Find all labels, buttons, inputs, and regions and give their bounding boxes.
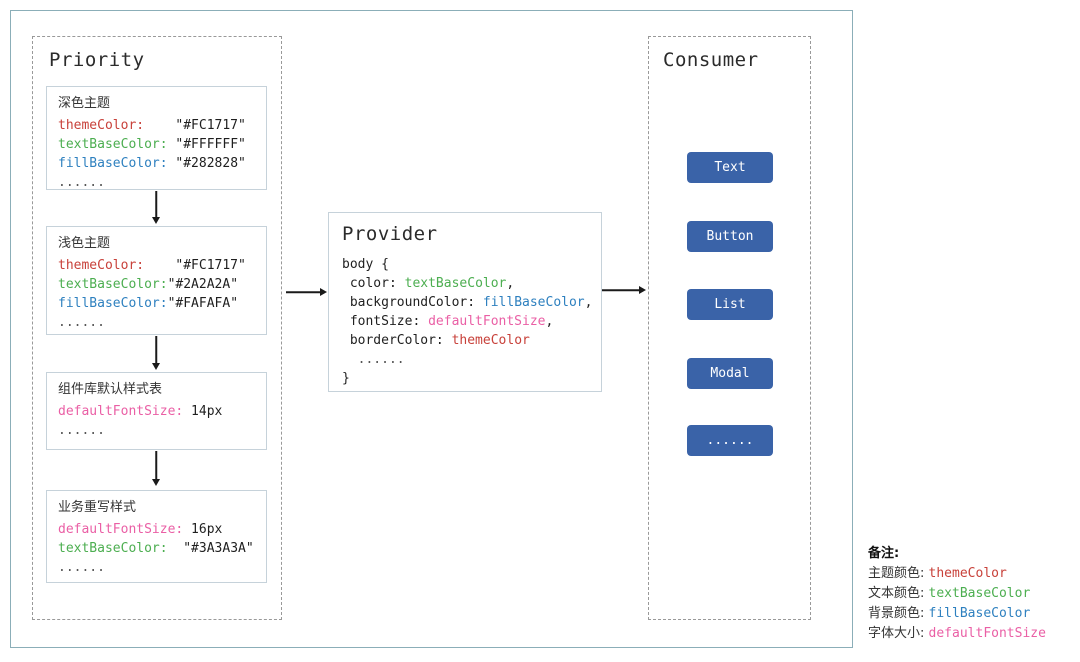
legend-token: defaultFontSize	[928, 626, 1046, 641]
code-text: ,	[584, 295, 593, 310]
legend-item: 背景颜色: fillBaseColor	[868, 604, 1078, 624]
legend-item: 主题颜色: themeColor	[868, 564, 1078, 584]
dark-theme-node-title: 深色主题	[58, 96, 111, 111]
code-token: fillBaseColor	[482, 295, 585, 310]
token-value: 14px	[183, 404, 223, 419]
code-line: backgroundColor: fillBaseColor,	[342, 293, 601, 312]
token-value: "#FC1717"	[144, 118, 246, 133]
ellipsis: ......	[342, 350, 601, 369]
arrow-down-icon	[151, 191, 161, 224]
outer-frame	[10, 10, 853, 648]
token-value: "#FFFFFF"	[167, 137, 246, 152]
code-line: defaultFontSize: 16px	[58, 520, 255, 539]
code-line: textBaseColor:"#2A2A2A"	[58, 275, 255, 294]
ellipsis: ......	[58, 423, 105, 438]
token-label: themeColor:	[58, 258, 145, 273]
token-label: textBaseColor:	[58, 137, 168, 152]
arrow-right-icon	[286, 287, 327, 297]
arrow-down-icon	[151, 336, 161, 370]
legend-token: themeColor	[928, 566, 1007, 581]
arrow-right-icon	[602, 285, 646, 295]
token-label: themeColor:	[58, 118, 145, 133]
code-line: fillBaseColor:"#FAFAFA"	[58, 294, 255, 313]
token-value: 16px	[183, 522, 223, 537]
legend-token: textBaseColor	[928, 586, 1031, 601]
component-default-styles-title: 组件库默认样式表	[58, 382, 163, 397]
code-text: backgroundColor:	[342, 295, 483, 310]
code-text: body {	[342, 257, 389, 272]
code-line: themeColor: "#FC1717"	[58, 256, 255, 275]
legend-label: 背景颜色:	[868, 606, 925, 621]
business-override-styles-title: 业务重写样式	[58, 500, 137, 515]
token-label: fillBaseColor:	[58, 156, 168, 171]
more-button[interactable]: ......	[687, 425, 773, 456]
text-button[interactable]: Text	[687, 152, 773, 183]
code-text: ,	[545, 314, 554, 329]
legend-token: fillBaseColor	[928, 606, 1031, 621]
token-label: fillBaseColor:	[58, 296, 168, 311]
light-theme-node-title: 浅色主题	[58, 236, 111, 251]
token-label: textBaseColor:	[58, 277, 168, 292]
provider-title: Provider	[342, 223, 438, 245]
token-label: defaultFontSize:	[58, 404, 184, 419]
code-text: borderColor:	[342, 333, 452, 348]
code-token: defaultFontSize	[428, 314, 546, 329]
legend-notes: 备注: 主题颜色: themeColor 文本颜色: textBaseColor…	[868, 544, 1078, 644]
token-value: "#3A3A3A"	[167, 541, 254, 556]
dark-theme-node: 深色主题 themeColor: "#FC1717" textBaseColor…	[46, 86, 267, 190]
consumer-panel-title: Consumer	[663, 49, 759, 71]
list-button[interactable]: List	[687, 289, 773, 320]
light-theme-node: 浅色主题 themeColor: "#FC1717" textBaseColor…	[46, 226, 267, 335]
priority-panel-title: Priority	[49, 49, 145, 71]
legend-label: 字体大小:	[868, 626, 925, 641]
code-line: textBaseColor: "#3A3A3A"	[58, 539, 255, 558]
provider-box: Provider body { color: textBaseColor, ba…	[328, 212, 602, 392]
token-value: "#2A2A2A"	[167, 277, 239, 292]
code-text: ......	[342, 352, 405, 367]
provider-code: body { color: textBaseColor, backgroundC…	[342, 255, 601, 388]
code-line: textBaseColor: "#FFFFFF"	[58, 135, 255, 154]
code-line: body {	[342, 255, 601, 274]
legend-label: 文本颜色:	[868, 586, 925, 601]
token-label: defaultFontSize:	[58, 522, 184, 537]
legend-item: 字体大小: defaultFontSize	[868, 624, 1078, 644]
code-line: fontSize: defaultFontSize,	[342, 312, 601, 331]
legend-title: 备注:	[868, 546, 900, 561]
code-line: borderColor: themeColor	[342, 331, 601, 350]
token-value: "#282828"	[167, 156, 246, 171]
priority-panel: Priority	[32, 36, 282, 620]
token-label: textBaseColor:	[58, 541, 168, 556]
code-line: themeColor: "#FC1717"	[58, 116, 255, 135]
code-token: themeColor	[451, 333, 530, 348]
button-button[interactable]: Button	[687, 221, 773, 252]
code-text: }	[342, 371, 350, 386]
ellipsis: ......	[58, 175, 105, 190]
token-value: "#FAFAFA"	[167, 296, 239, 311]
code-line: }	[342, 369, 601, 388]
component-default-styles-node: 组件库默认样式表 defaultFontSize: 14px ......	[46, 372, 267, 450]
code-token: textBaseColor	[404, 276, 507, 291]
ellipsis: ......	[58, 560, 105, 575]
legend-item: 文本颜色: textBaseColor	[868, 584, 1078, 604]
ellipsis: ......	[58, 315, 105, 330]
code-line: defaultFontSize: 14px	[58, 402, 255, 421]
code-text: ,	[506, 276, 515, 291]
arrow-down-icon	[151, 451, 161, 486]
code-line: color: textBaseColor,	[342, 274, 601, 293]
consumer-panel: Consumer Text Button List Modal ......	[648, 36, 811, 620]
legend-label: 主题颜色:	[868, 566, 925, 581]
modal-button[interactable]: Modal	[687, 358, 773, 389]
business-override-styles-node: 业务重写样式 defaultFontSize: 16px textBaseCol…	[46, 490, 267, 583]
code-text: fontSize:	[342, 314, 429, 329]
token-value: "#FC1717"	[144, 258, 246, 273]
code-line: fillBaseColor: "#282828"	[58, 154, 255, 173]
code-text: color:	[342, 276, 405, 291]
